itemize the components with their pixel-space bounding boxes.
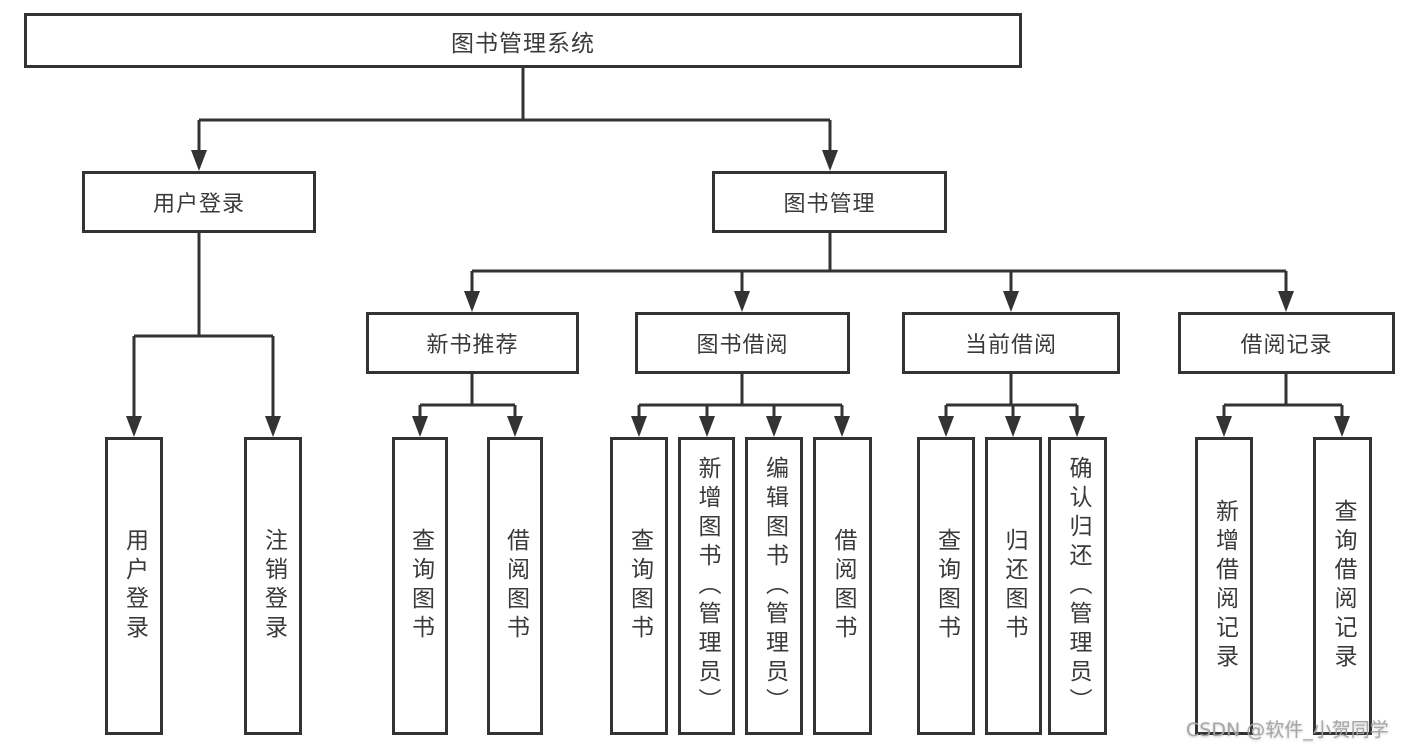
- leaf-borrow-edit-books-admin: 编辑图书（管理员）: [745, 437, 803, 735]
- leaf-current-return-books: 归还图书: [985, 437, 1042, 735]
- leaf-borrow-borrow-books-label: 借阅图书: [830, 528, 856, 644]
- connector-newbook-to-children: [418, 374, 517, 418]
- leaf-current-confirm-return-admin-label: 确认归还（管理员）: [1065, 455, 1091, 717]
- leaf-borrow-add-books-admin-label: 新增图书（管理员）: [694, 455, 720, 717]
- connector-records-to-children: [1222, 374, 1344, 418]
- leaf-newbook-query-books: 查询图书: [392, 437, 448, 735]
- leaf-borrow-query-books: 查询图书: [610, 437, 668, 735]
- leaf-current-confirm-return-admin: 确认归还（管理员）: [1048, 437, 1107, 735]
- node-book-management: 图书管理: [712, 171, 947, 233]
- leaf-current-query-books-label: 查询图书: [933, 528, 960, 644]
- leaf-borrow-add-books-admin: 新增图书（管理员）: [678, 437, 735, 735]
- leaf-records-query-record-label: 查询借阅记录: [1330, 499, 1356, 673]
- leaf-records-query-record: 查询借阅记录: [1313, 437, 1372, 735]
- leaf-newbook-borrow-books: 借阅图书: [487, 437, 543, 735]
- connector-bookmgmt-to-level3: [470, 233, 1288, 293]
- connector-current-to-children: [944, 374, 1079, 418]
- watermark: CSDN @软件_小贺同学: [1186, 719, 1389, 741]
- leaf-current-return-books-label: 归还图书: [1001, 528, 1027, 644]
- leaf-borrow-edit-books-admin-label: 编辑图书（管理员）: [761, 455, 788, 717]
- leaf-user-login: 用户登录: [105, 437, 163, 735]
- node-library-system-root: 图书管理系统: [24, 13, 1022, 68]
- arrowheads: [126, 150, 1350, 437]
- node-book-borrowing: 图书借阅: [635, 312, 850, 374]
- leaf-borrow-borrow-books: 借阅图书: [813, 437, 872, 735]
- connector-root-to-level2: [197, 68, 832, 152]
- leaf-user-login-label: 用户登录: [121, 528, 148, 644]
- node-borrowing-records: 借阅记录: [1178, 312, 1395, 374]
- leaf-newbook-query-books-label: 查询图书: [407, 528, 434, 644]
- leaf-current-query-books: 查询图书: [917, 437, 975, 735]
- connector-userlogin-to-children: [132, 233, 275, 418]
- node-current-borrowing: 当前借阅: [902, 312, 1120, 374]
- leaf-records-add-record: 新增借阅记录: [1195, 437, 1253, 735]
- leaf-logout-label: 注销登录: [260, 528, 287, 644]
- node-user-login: 用户登录: [82, 171, 316, 233]
- connector-borrowing-to-children: [637, 374, 844, 418]
- leaf-records-add-record-label: 新增借阅记录: [1211, 499, 1238, 673]
- node-new-book-recommend: 新书推荐: [366, 312, 579, 374]
- leaf-borrow-query-books-label: 查询图书: [626, 528, 653, 644]
- leaf-newbook-borrow-books-label: 借阅图书: [502, 528, 529, 644]
- leaf-logout: 注销登录: [244, 437, 302, 735]
